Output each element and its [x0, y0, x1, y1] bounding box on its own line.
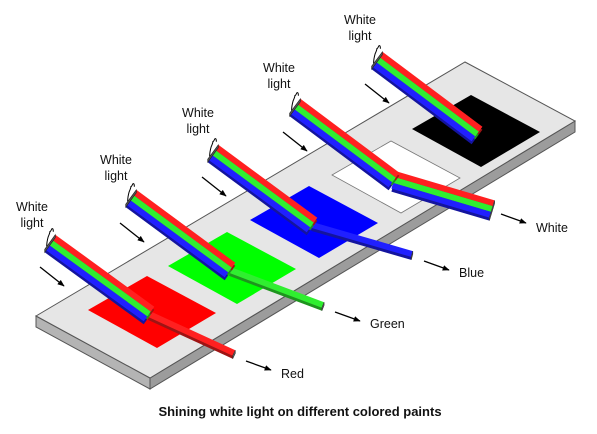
incident-beam-blue [207, 154, 311, 233]
incident-beam-green [211, 149, 314, 228]
white-light-label-line1: White [182, 106, 214, 120]
incident-beam-end-cap [125, 188, 137, 209]
white-light-label-line2: light [349, 29, 372, 43]
incident-beam-blue [44, 244, 148, 322]
incident-label-5: White light [344, 13, 376, 43]
incident-arrow [364, 83, 390, 104]
reflected-label-white: White [536, 221, 568, 235]
reflected-beam-end-cap [232, 350, 236, 359]
white-light-label-line2: light [105, 169, 128, 183]
reflected-beam-green [393, 177, 493, 212]
reflected-beam-blue [391, 182, 492, 218]
figure-caption: Shining white light on different colored… [158, 404, 441, 419]
brace-icon [209, 138, 217, 157]
incident-beam-red [214, 144, 318, 223]
incident-beam-end-cap [371, 50, 383, 71]
reflected-beam-green [228, 267, 325, 308]
incident-beam-green [48, 239, 151, 317]
white-light-label-line1: White [16, 200, 48, 214]
brace-icon [127, 183, 135, 202]
reflected-beam-red [147, 311, 236, 356]
incident-arrow [39, 266, 65, 287]
incident-beam-blue [371, 61, 476, 142]
incident-beam-red [378, 51, 483, 132]
reflected-label-blue: Blue [459, 266, 484, 280]
reflected-beam-red [394, 171, 495, 207]
white-light-label-line1: White [100, 153, 132, 167]
reflected-beam-end-cap [489, 200, 495, 221]
incident-arrow [282, 131, 308, 152]
labels: White light White light White light Whit… [16, 13, 568, 381]
white-light-label-line1: White [344, 13, 376, 27]
white-light-label-line1: White [263, 61, 295, 75]
reflected-arrow-green [334, 311, 361, 322]
incident-beam-end-cap [207, 143, 219, 164]
incident-beam-red [296, 98, 400, 178]
incident-label-2: White light [100, 153, 132, 183]
incident-label-3: White light [182, 106, 214, 136]
incident-beam-green [129, 194, 232, 273]
brace-icon [291, 92, 299, 111]
incident-beam-end-cap [44, 233, 56, 254]
incident-beam-green [293, 103, 396, 183]
reflected-beam-end-cap [321, 302, 325, 311]
incident-beam-red [132, 189, 236, 268]
reflected-arrow-red [245, 360, 272, 371]
reflected-label-red: Red [281, 367, 304, 381]
reflected-label-green: Green [370, 317, 405, 331]
incident-arrow [201, 176, 227, 197]
white-light-label-line2: light [21, 216, 44, 230]
incident-beam-green [375, 56, 479, 137]
brace-icon [46, 228, 54, 247]
incident-label-4: White light [263, 61, 295, 91]
reflected-beam-end-cap [410, 251, 414, 260]
light-beams [44, 45, 495, 359]
reflected-arrow-blue [423, 260, 450, 271]
reflected-beam-blue [311, 222, 413, 257]
brace-icon [373, 45, 381, 64]
white-light-label-line2: light [268, 77, 291, 91]
incident-beam-blue [125, 199, 229, 278]
white-light-label-line2: light [187, 122, 210, 136]
incident-beam-red [51, 234, 155, 312]
reflected-arrow-white [500, 213, 527, 224]
incident-beam-end-cap [289, 97, 301, 118]
incident-label-1: White light [16, 200, 48, 230]
incident-beam-blue [289, 108, 393, 188]
incident-arrow [119, 222, 145, 243]
